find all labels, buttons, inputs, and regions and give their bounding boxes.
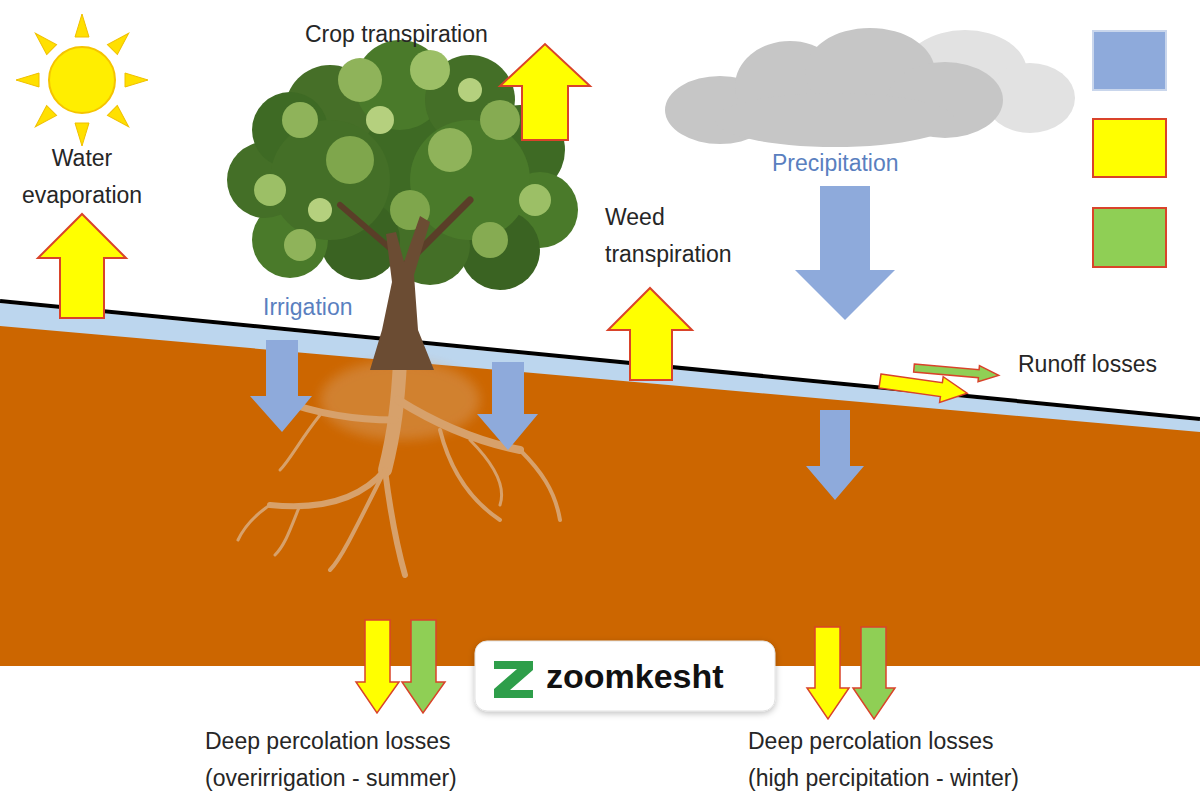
tree-roots [440,430,500,520]
runoff-arrows [878,360,999,406]
tree-canopy [472,222,508,258]
percolation-arrows [807,627,849,719]
tree-trunk [340,200,470,370]
soil-ground [0,303,1200,432]
tree-trunk [370,216,434,370]
watermark-badge [475,641,775,711]
tree-canopy [519,184,551,216]
tree-canopy [366,106,394,134]
loss-label: Deep percolation losses (high percipitat… [748,723,1022,797]
loss-arrows-up [38,214,126,318]
soil-ground [0,301,1200,419]
water-input-arrows [477,362,538,450]
sun [75,14,89,37]
watermark-badge [494,661,533,698]
watermark-badge [475,641,775,711]
sun [49,47,115,113]
water-input-arrows [250,186,895,500]
runoff-arrows [878,368,969,406]
sun [16,14,148,146]
tree-canopy [284,229,316,261]
tree-canopy [428,128,472,172]
flow-label: Runoff losses [1018,346,1157,383]
cloud [715,93,955,147]
loss-arrows-up [38,44,692,380]
tree-canopy [270,120,390,240]
tree-canopy [326,136,374,184]
tree-roots [238,505,270,540]
legend-swatches [1093,31,1166,90]
sun [107,28,133,54]
percolation-arrows [356,620,399,713]
flow-label: Weed transpiration [605,199,734,273]
water-input-arrows [795,186,895,320]
sun [30,28,56,54]
tree-canopy [458,78,482,102]
tree-canopy [282,102,318,138]
legend-swatches [1093,119,1166,177]
legend-swatches [1093,31,1166,267]
sun [16,73,39,87]
sun [107,105,133,131]
percolation-arrows [356,620,895,719]
sun [75,123,89,146]
cloud [665,28,1075,147]
sun [125,73,148,87]
flow-label: Water evaporation [21,140,144,214]
water-input-arrows [806,410,864,500]
tree-roots [385,470,405,575]
input-label: Irrigation [263,289,352,326]
flow-label: Crop transpiration [305,16,488,53]
loss-label: Deep percolation losses (overirrigation … [205,723,459,797]
tree-roots [520,450,560,520]
tree-roots [385,362,400,470]
tree-canopy [480,100,520,140]
tree-canopy [308,198,332,222]
tree-canopy [254,174,286,206]
water-input-arrows [250,340,312,432]
soil-ground [0,301,1200,666]
legend-swatches [1093,208,1166,267]
tree-roots [470,440,502,505]
sun [30,105,56,131]
percolation-arrows [853,627,895,719]
tree-canopy [338,58,382,102]
loss-arrows-up [500,44,590,140]
loss-arrows-up [608,288,692,380]
tree-roots [275,505,300,555]
percolation-arrows [402,620,445,713]
tree-roots [330,470,385,570]
input-label: Precipitation [772,145,899,182]
tree-canopy [410,50,450,90]
watermark-text: zoomkesht [546,656,724,696]
